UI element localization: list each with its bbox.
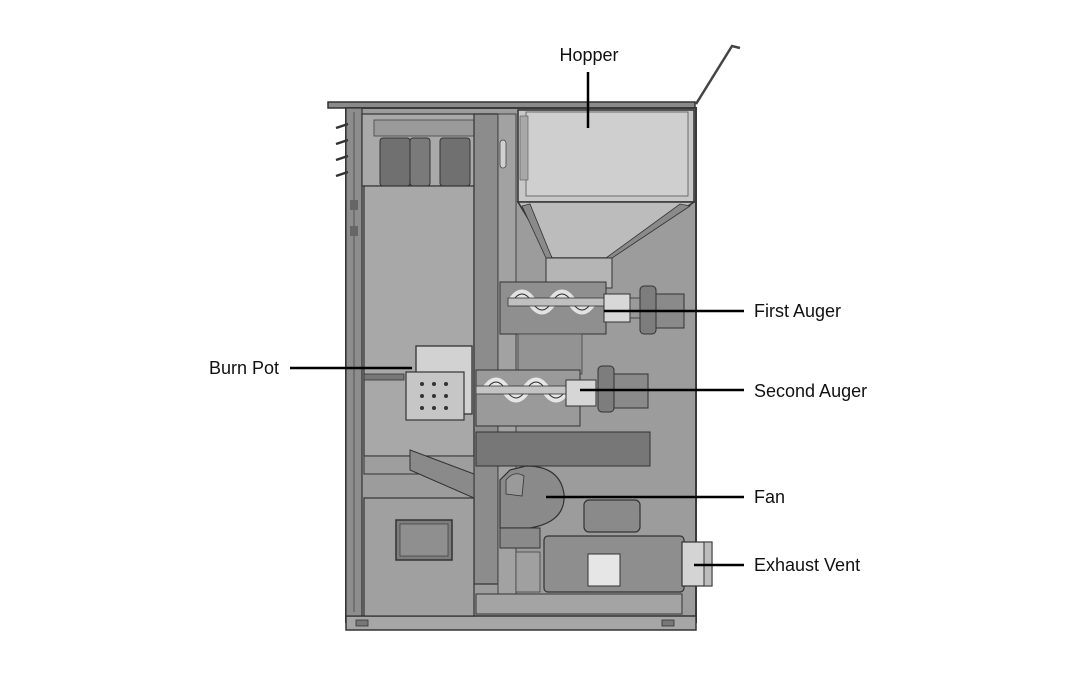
burn-pot [363, 345, 473, 421]
hopper [516, 109, 697, 289]
first-auger [499, 281, 685, 335]
feed-chute [517, 333, 583, 375]
burn-pot-label: Burn Pot [209, 358, 279, 378]
second-auger [475, 365, 649, 427]
second-auger-label: Second Auger [754, 381, 867, 401]
first-auger-label: First Auger [754, 301, 841, 321]
exhaust-duct [475, 431, 651, 467]
combustion-fan [499, 465, 565, 549]
exhaust-vent-label: Exhaust Vent [754, 555, 860, 575]
hopper-label: Hopper [559, 45, 618, 65]
lower-components [475, 499, 685, 615]
fan-label: Fan [754, 487, 785, 507]
